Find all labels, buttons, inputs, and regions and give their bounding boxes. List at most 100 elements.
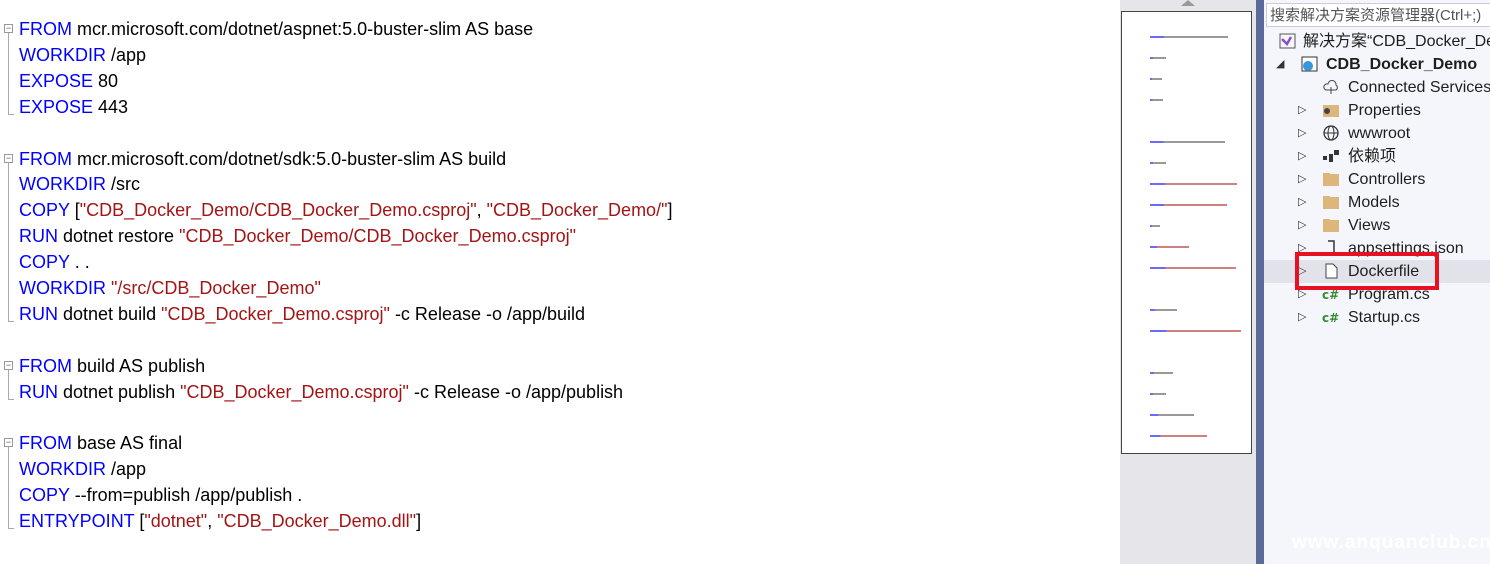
code-text: 80 <box>93 70 119 91</box>
keyword: WORKDIR <box>19 174 106 195</box>
tree-item-label: Connected Services <box>1348 79 1490 96</box>
code-line[interactable]: COPY . . <box>19 249 90 275</box>
tree-item-label: wwwroot <box>1348 125 1411 142</box>
keyword: FROM <box>19 355 72 376</box>
code-text: dotnet build <box>58 303 162 324</box>
code-line[interactable]: COPY ["CDB_Docker_Demo/CDB_Docker_Demo.c… <box>19 197 672 223</box>
code-text: , <box>476 200 487 221</box>
collapse-arrow-icon[interactable]: ▷ <box>1298 219 1307 231</box>
tree-item[interactable]: ▷Properties <box>1264 99 1490 122</box>
code-line[interactable]: EXPOSE 443 <box>19 94 128 120</box>
scroll-up-arrow-icon[interactable] <box>1181 0 1195 6</box>
tree-item-label: Views <box>1348 217 1391 234</box>
tree-item-label: Program.cs <box>1348 286 1430 303</box>
code-text: base AS final <box>72 433 183 454</box>
code-line[interactable]: WORKDIR "/src/CDB_Docker_Demo" <box>19 275 321 301</box>
folder-icon <box>1322 171 1340 187</box>
tree-item[interactable]: ▷c#Startup.cs <box>1264 306 1490 329</box>
cloud-icon <box>1322 79 1340 95</box>
fold-guide-end <box>8 113 14 115</box>
collapse-arrow-icon[interactable]: ▷ <box>1298 265 1307 277</box>
tree-item[interactable]: ▷ Views <box>1264 214 1490 237</box>
minimap-line <box>1150 330 1241 332</box>
keyword: EXPOSE <box>19 70 94 91</box>
code-line[interactable]: EXPOSE 80 <box>19 68 118 94</box>
fold-guide <box>8 162 9 321</box>
tree-item[interactable]: ◢CDB_Docker_Demo <box>1264 53 1490 76</box>
tree-item-label: Models <box>1348 194 1400 211</box>
keyword: RUN <box>19 303 58 324</box>
code-line[interactable]: RUN dotnet build "CDB_Docker_Demo.csproj… <box>19 301 585 327</box>
expand-arrow-icon[interactable]: ◢ <box>1276 58 1285 70</box>
code-text: [ <box>134 511 145 532</box>
code-line[interactable]: ENTRYPOINT ["dotnet", "CDB_Docker_Demo.d… <box>19 508 421 534</box>
tree-item[interactable]: ▷ c# Program.cs <box>1264 283 1490 306</box>
string-literal: "CDB_Docker_Demo/" <box>486 200 668 221</box>
code-text: . . <box>69 252 90 273</box>
keyword: COPY <box>19 252 70 273</box>
collapse-arrow-icon[interactable]: ▷ <box>1298 150 1307 162</box>
code-line[interactable]: COPY --from=publish /app/publish . <box>19 482 302 508</box>
string-literal: "dotnet" <box>144 511 208 532</box>
tree-item[interactable]: ▷依赖项 <box>1264 145 1490 168</box>
fold-collapse-icon[interactable]: − <box>4 359 13 370</box>
fold-collapse-icon[interactable]: − <box>4 23 13 33</box>
collapse-arrow-icon[interactable]: ▷ <box>1298 288 1307 300</box>
minimap-line <box>1150 414 1195 416</box>
minimap[interactable] <box>1121 11 1252 454</box>
tree-item[interactable]: Connected Services <box>1264 76 1490 99</box>
solution-explorer: 搜索解决方案资源管理器(Ctrl+;) 解决方案“CDB_Docker_Demo… <box>1264 0 1490 564</box>
minimap-line <box>1150 78 1162 80</box>
collapse-arrow-icon[interactable]: ▷ <box>1298 242 1307 254</box>
tree-item-label: 解决方案“CDB_Docker_Demo <box>1303 33 1490 50</box>
fold-collapse-icon[interactable]: − <box>4 437 13 448</box>
code-line[interactable]: WORKDIR /src <box>19 171 140 197</box>
minimap-line <box>1150 372 1174 374</box>
code-text: build AS publish <box>72 355 206 376</box>
folder-icon <box>1322 217 1340 233</box>
minimap-line <box>1150 246 1189 248</box>
code-text: ] <box>667 200 673 221</box>
svg-text:c#: c# <box>1322 288 1339 302</box>
code-line[interactable]: WORKDIR /app <box>19 456 146 482</box>
code-line[interactable]: FROM build AS publish <box>19 353 205 379</box>
minimap-line <box>1150 267 1236 269</box>
code-text: --from=publish /app/publish . <box>69 485 303 506</box>
code-line[interactable]: RUN dotnet publish "CDB_Docker_Demo.cspr… <box>19 379 623 405</box>
search-input[interactable]: 搜索解决方案资源管理器(Ctrl+;) <box>1266 3 1490 27</box>
code-text: mcr.microsoft.com/dotnet/aspnet:5.0-bust… <box>72 19 534 39</box>
collapse-arrow-icon[interactable]: ▷ <box>1298 173 1307 185</box>
code-line[interactable]: FROM mcr.microsoft.com/dotnet/aspnet:5.0… <box>19 16 533 42</box>
fold-guide <box>8 447 9 529</box>
minimap-line <box>1150 309 1178 311</box>
code-line[interactable]: FROM mcr.microsoft.com/dotnet/sdk:5.0-bu… <box>19 146 506 172</box>
web-project-icon <box>1300 56 1318 72</box>
panel-splitter[interactable] <box>1256 0 1264 564</box>
keyword: COPY <box>19 200 70 221</box>
dependencies-icon <box>1322 148 1340 164</box>
minimap-line <box>1150 204 1227 206</box>
tree-item[interactable]: ▷Dockerfile <box>1264 260 1490 283</box>
tree-item-label: Startup.cs <box>1348 309 1421 326</box>
code-text: 443 <box>93 96 129 117</box>
tree-item[interactable]: 解决方案“CDB_Docker_Demo <box>1264 30 1490 53</box>
collapse-arrow-icon[interactable]: ▷ <box>1298 196 1307 208</box>
collapse-arrow-icon[interactable]: ▷ <box>1298 104 1307 116</box>
code-line[interactable]: WORKDIR /app <box>19 42 146 68</box>
fold-guide-end <box>8 320 14 322</box>
fold-guide <box>8 369 9 399</box>
code-line[interactable]: FROM base AS final <box>19 430 182 456</box>
code-text: dotnet restore <box>58 226 180 247</box>
string-literal: "CDB_Docker_Demo.csproj" <box>180 381 409 402</box>
collapse-arrow-icon[interactable]: ▷ <box>1298 311 1307 323</box>
code-text: , <box>207 511 218 532</box>
collapse-arrow-icon[interactable]: ▷ <box>1298 127 1307 139</box>
fold-collapse-icon[interactable]: − <box>4 152 13 163</box>
code-line[interactable]: RUN dotnet restore "CDB_Docker_Demo/CDB_… <box>19 223 576 249</box>
minimap-line <box>1150 162 1166 164</box>
minimap-line <box>1150 57 1166 59</box>
tree-item[interactable]: ▷ wwwroot <box>1264 122 1490 145</box>
tree-item[interactable]: ▷ Models <box>1264 191 1490 214</box>
tree-item[interactable]: ▷Controllers <box>1264 168 1490 191</box>
code-editor[interactable]: FROM mcr.microsoft.com/dotnet/aspnet:5.0… <box>0 0 1120 564</box>
